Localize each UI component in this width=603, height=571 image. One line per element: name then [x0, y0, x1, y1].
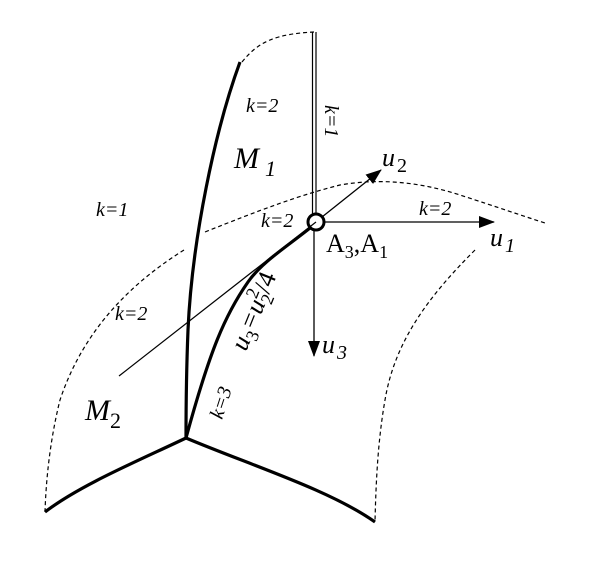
label-k-near-point: k=2: [261, 210, 293, 232]
bold-bottom-left-edge: [44, 436, 187, 514]
label-k-left-lower: k=2: [115, 303, 147, 325]
label-m2: M2: [84, 394, 121, 433]
u2-axis-arrow: [321, 169, 382, 218]
dashed-top-boundary: [241, 31, 315, 63]
label-k-top: k=2: [246, 95, 278, 117]
label-k-curve: k=3: [206, 384, 237, 422]
bold-bottom-right-edge: [185, 436, 376, 524]
bold-cusp-curve: [184, 226, 311, 439]
dashed-middle-boundary: [204, 180, 546, 233]
label-k-left: k=1: [96, 199, 128, 221]
dashed-right-boundary: [374, 249, 476, 523]
special-point-marker: [306, 212, 326, 232]
label-k-right: k=2: [419, 198, 451, 220]
dashed-left-boundary: [44, 249, 185, 513]
bold-left-edge: [184, 61, 242, 439]
label-k-vertical: k=1: [320, 105, 342, 137]
label-special-point: A3,A1: [326, 229, 388, 262]
